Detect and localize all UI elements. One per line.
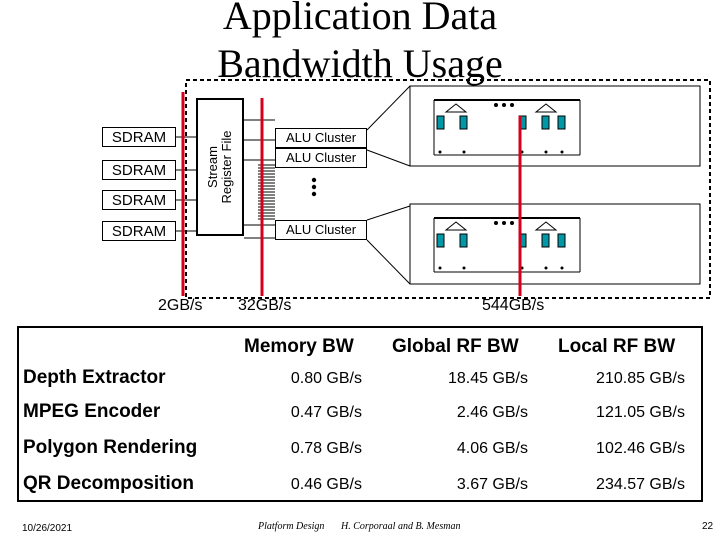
sdram-block: SDRAM — [102, 127, 176, 147]
table-cell: 0.78 GB/s — [290, 440, 362, 457]
table-cell: 4.06 GB/s — [456, 440, 528, 457]
zoom-lines — [366, 85, 411, 285]
header-memory-bw: Memory BW — [244, 336, 354, 357]
footer-date: 10/26/2021 — [22, 523, 73, 534]
header-local-rf-bw: Local RF BW — [558, 336, 676, 357]
table-cell: 0.46 GB/s — [290, 476, 362, 493]
table-cell: 0.47 GB/s — [290, 404, 362, 421]
global-bw-label: 32GB/s — [238, 297, 292, 314]
footer-authors: H. Corporaal and B. Mesman — [341, 521, 461, 532]
table-top-rule — [17, 326, 703, 328]
header-global-rf-bw: Global RF BW — [392, 336, 519, 357]
alu-cluster: ALU Cluster — [275, 220, 367, 240]
table-cell: 102.46 GB/s — [596, 440, 685, 457]
table-right-rule — [701, 326, 703, 502]
row-label: MPEG Encoder — [23, 401, 161, 422]
page-number: 22 — [702, 521, 714, 532]
processor-boundary — [185, 79, 711, 299]
memory-bw-label: 2GB/s — [158, 297, 203, 314]
row-label: Polygon Rendering — [23, 437, 198, 458]
sdram-wires — [176, 136, 196, 232]
cluster-ellipsis-vertical — [311, 177, 317, 197]
alu-cluster: ALU Cluster — [275, 148, 367, 168]
footer-course: Platform Design — [258, 521, 325, 532]
row-label: Depth Extractor — [23, 367, 166, 388]
table-bottom-rule — [17, 500, 703, 502]
sdram-block: SDRAM — [102, 221, 176, 241]
table-cell: 121.05 GB/s — [596, 404, 685, 421]
table-cell: 0.80 GB/s — [290, 370, 362, 387]
sdram-block: SDRAM — [102, 160, 176, 180]
srf-label-line-2: Register File — [219, 130, 234, 204]
table-cell: 18.45 GB/s — [447, 370, 528, 387]
table-cell: 2.46 GB/s — [456, 404, 528, 421]
sdram-block: SDRAM — [102, 190, 176, 210]
table-cell: 210.85 GB/s — [596, 370, 685, 387]
row-label: QR Decomposition — [23, 473, 195, 494]
srf-label-line-1: Stream — [205, 146, 220, 188]
title-line-1: Application Data — [222, 0, 498, 38]
bandwidth-markers — [181, 92, 522, 296]
architecture-diagram — [176, 79, 711, 299]
title-line-2: Bandwidth Usage — [217, 41, 503, 86]
stream-register-file: Stream Register File — [196, 98, 244, 236]
cluster-detail-top — [409, 85, 701, 167]
table-left-rule — [17, 326, 19, 502]
cluster-detail-bottom — [409, 203, 701, 285]
table-cell: 234.57 GB/s — [596, 476, 685, 493]
alu-cluster: ALU Cluster — [275, 128, 367, 148]
local-bw-label: 544GB/s — [482, 297, 545, 314]
stream-register-file-label: Stream Register File — [205, 130, 234, 204]
stream-bus — [244, 119, 275, 239]
table-cell: 3.67 GB/s — [456, 476, 528, 493]
